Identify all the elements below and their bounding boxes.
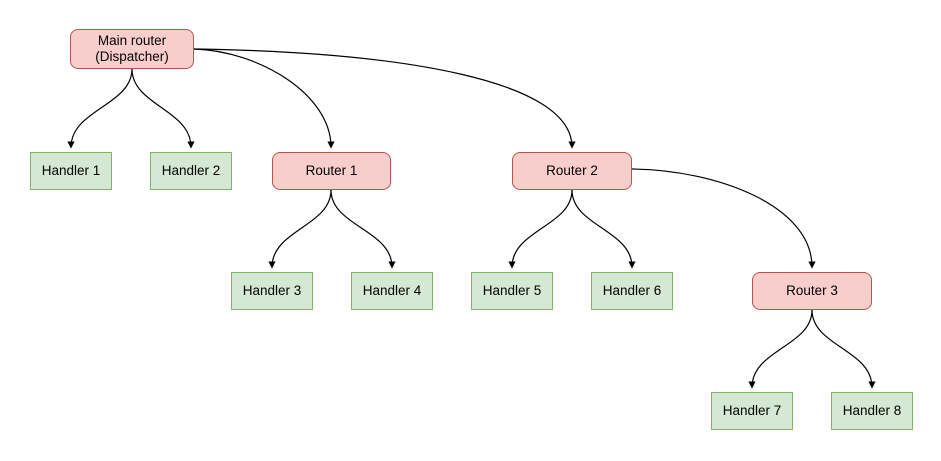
edge-router-2-to-router-3 (631, 168, 816, 269)
node-label-router-1: Router 1 (305, 163, 358, 178)
node-label-handler-6: Handler 6 (602, 283, 662, 298)
edge-router-2-to-handler-5 (508, 189, 573, 269)
edge-main-router-to-router-1 (193, 48, 335, 149)
node-handler-5[interactable]: Handler 5 (471, 272, 553, 310)
node-label-handler-8: Handler 8 (842, 403, 902, 418)
node-label-handler-4: Handler 4 (362, 283, 422, 298)
edge-router-1-to-handler-4 (330, 189, 396, 269)
edge-main-router-to-router-2 (193, 48, 576, 149)
edge-router-3-to-handler-8 (811, 309, 876, 389)
node-main-router[interactable]: Main router (Dispatcher) (70, 29, 194, 69)
node-handler-7[interactable]: Handler 7 (711, 392, 793, 430)
edge-router-3-to-handler-7 (748, 309, 813, 389)
node-label-router-2: Router 2 (546, 163, 598, 178)
node-label-main-router: Main router (Dispatcher) (95, 33, 169, 64)
edge-main-router-to-handler-1 (67, 68, 133, 149)
node-label-handler-7: Handler 7 (722, 403, 782, 418)
node-label-handler-2: Handler 2 (161, 163, 221, 178)
node-handler-6[interactable]: Handler 6 (591, 272, 673, 310)
node-handler-4[interactable]: Handler 4 (351, 272, 433, 310)
node-handler-2[interactable]: Handler 2 (150, 152, 232, 190)
node-handler-8[interactable]: Handler 8 (831, 392, 913, 430)
node-router-2[interactable]: Router 2 (512, 152, 632, 190)
node-label-handler-1: Handler 1 (41, 163, 101, 178)
node-router-1[interactable]: Router 1 (272, 152, 391, 190)
edge-router-2-to-handler-6 (571, 189, 636, 269)
node-handler-1[interactable]: Handler 1 (30, 152, 112, 190)
node-label-handler-3: Handler 3 (242, 283, 302, 298)
edge-group (67, 48, 876, 389)
node-router-3[interactable]: Router 3 (752, 272, 872, 310)
edge-router-1-to-handler-3 (268, 189, 332, 269)
node-label-router-3: Router 3 (786, 283, 838, 298)
edge-main-router-to-handler-2 (131, 68, 195, 149)
node-label-handler-5: Handler 5 (482, 283, 542, 298)
node-handler-3[interactable]: Handler 3 (231, 272, 313, 310)
